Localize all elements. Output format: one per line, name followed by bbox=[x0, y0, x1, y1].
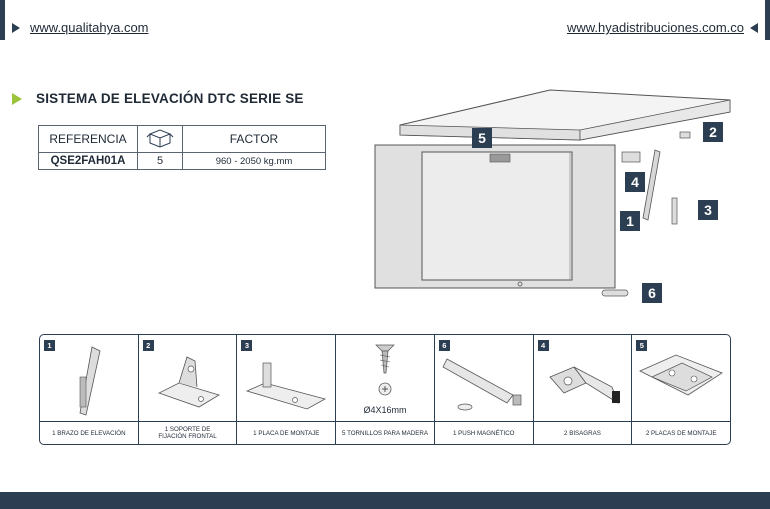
part-magnetic-push: 6 1 PUSH MAGNÉTICO bbox=[434, 335, 534, 444]
parts-list: 1 1 BRAZO DE ELEVACIÓN 2 1 SOPORTE DE FI… bbox=[39, 334, 731, 445]
part-number: 5 bbox=[636, 340, 648, 351]
part-caption: 1 PUSH MAGNÉTICO bbox=[434, 421, 533, 444]
part-number: 4 bbox=[537, 340, 549, 351]
part-lift-arm: 1 1 BRAZO DE ELEVACIÓN bbox=[40, 335, 139, 444]
diagram-badge: 6 bbox=[642, 283, 662, 303]
part-caption: 1 SOPORTE DE FIJACIÓN FRONTAL bbox=[138, 421, 237, 444]
diagram-badge: 3 bbox=[698, 200, 718, 220]
part-caption: 1 BRAZO DE ELEVACIÓN bbox=[40, 421, 138, 444]
lift-arm-icon bbox=[40, 337, 138, 421]
col-reference-header: REFERENCIA bbox=[38, 125, 138, 153]
screw-icon bbox=[336, 337, 434, 421]
reference-table: REFERENCIA FACTOR QSE2FAH01A 5 960 - 205… bbox=[38, 125, 326, 170]
magnetic-push-icon bbox=[435, 337, 533, 421]
part-front-bracket: 2 1 SOPORTE DE FIJACIÓN FRONTAL bbox=[138, 335, 238, 444]
screw-size-label: Ø4X16mm bbox=[363, 405, 407, 415]
part-caption: 2 BISAGRAS bbox=[533, 421, 632, 444]
green-triangle-icon bbox=[12, 92, 22, 105]
front-bracket-icon bbox=[139, 337, 237, 421]
mounting-plate-icon bbox=[237, 337, 335, 421]
part-caption: 5 TORNILLOS PARA MADERA bbox=[336, 421, 434, 444]
footer-bar bbox=[0, 492, 770, 509]
part-number: 1 bbox=[44, 340, 55, 351]
diagram-badge: 5 bbox=[472, 128, 492, 148]
part-hinges: 4 2 BISAGRAS bbox=[533, 335, 633, 444]
diagram-badge: 2 bbox=[703, 122, 723, 142]
diagram-badge: 4 bbox=[625, 172, 645, 192]
part-number: 2 bbox=[142, 340, 154, 351]
box-icon bbox=[137, 125, 183, 153]
header-right: www.hyadistribuciones.com.co bbox=[567, 20, 758, 35]
part-caption: 2 PLACAS DE MONTAJE bbox=[632, 421, 730, 444]
triangle-right-icon bbox=[12, 22, 20, 33]
factor-value: 960 - 2050 kg.mm bbox=[182, 152, 326, 170]
quantity-value: 5 bbox=[137, 152, 183, 170]
section-title: SISTEMA DE ELEVACIÓN DTC SERIE SE bbox=[12, 91, 304, 106]
part-number: 3 bbox=[241, 340, 253, 351]
header-left: www.qualitahya.com bbox=[12, 20, 149, 35]
right-url-link[interactable]: www.hyadistribuciones.com.co bbox=[566, 20, 744, 35]
left-edge-bar bbox=[0, 0, 5, 40]
part-caption: 1 PLACA DE MONTAJE bbox=[237, 421, 336, 444]
reference-value: QSE2FAH01A bbox=[38, 152, 138, 170]
part-mounting-plate: 3 1 PLACA DE MONTAJE bbox=[237, 335, 337, 444]
part-number: 6 bbox=[438, 340, 450, 351]
diagram-badge: 1 bbox=[620, 211, 640, 231]
hinge-icon bbox=[534, 337, 632, 421]
triangle-left-icon bbox=[750, 22, 758, 33]
left-url-link[interactable]: www.qualitahya.com bbox=[30, 20, 149, 35]
right-edge-bar bbox=[765, 0, 770, 40]
mounting-plates-icon bbox=[632, 337, 730, 421]
part-mounting-plates: 5 2 PLACAS DE MONTAJE bbox=[632, 335, 730, 444]
col-factor-header: FACTOR bbox=[182, 125, 326, 153]
part-wood-screws: Ø4X16mm 5 TORNILLOS PARA MADERA bbox=[336, 335, 435, 444]
assembly-diagram: 5 2 4 3 1 6 bbox=[360, 80, 740, 310]
section-title-text: SISTEMA DE ELEVACIÓN DTC SERIE SE bbox=[36, 91, 304, 106]
